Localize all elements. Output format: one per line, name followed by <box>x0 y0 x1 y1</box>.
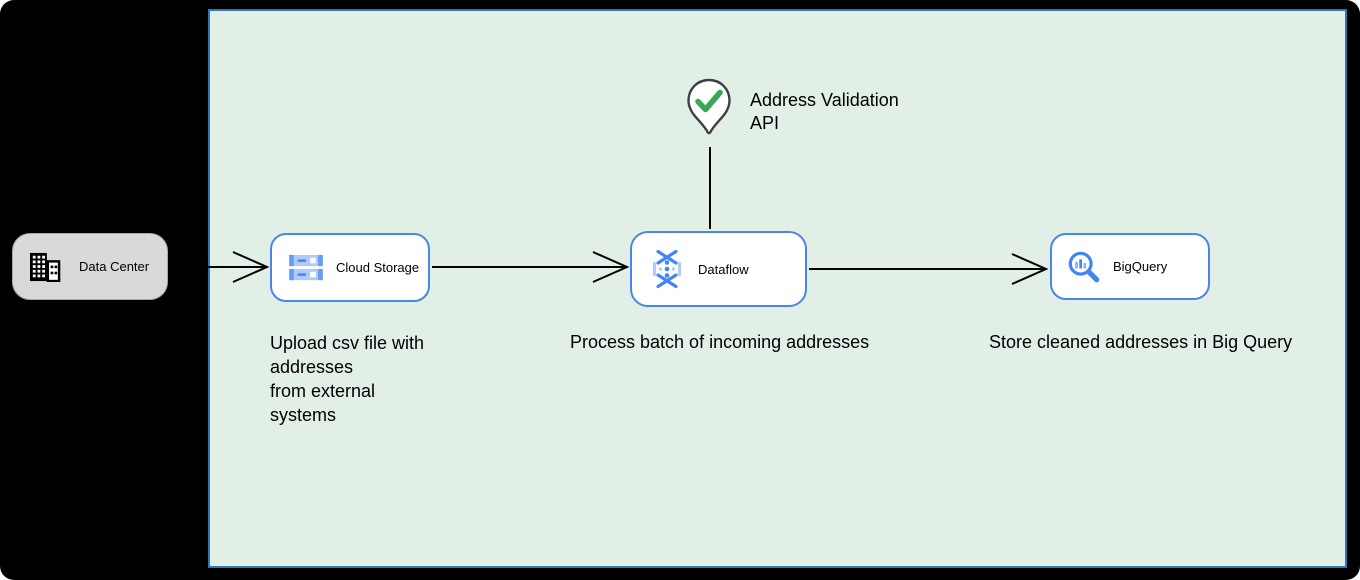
node-bigquery[interactable]: BigQuery <box>1050 233 1210 300</box>
dataflow-icon <box>649 249 685 289</box>
map-pin-check-icon <box>686 78 732 141</box>
caption-store-cleaned: Store cleaned addresses in Big Query <box>989 332 1293 352</box>
node-label-bigquery: BigQuery <box>1113 259 1168 274</box>
node-cloud-storage[interactable]: Cloud Storage <box>270 233 430 302</box>
bigquery-icon <box>1067 250 1101 284</box>
node-label-cloud-storage: Cloud Storage <box>336 260 420 275</box>
caption-upload-csv: Upload csv file with addresses from exte… <box>270 333 425 425</box>
address-validation-marker[interactable] <box>686 77 732 137</box>
caption-process-batch: Process batch of incoming addresses <box>570 332 870 352</box>
node-label-data-center: Data Center <box>79 259 150 274</box>
address-validation-label: Address Validation API <box>750 90 899 133</box>
node-dataflow[interactable]: Dataflow <box>630 231 807 307</box>
node-data-center[interactable]: Data Center <box>12 233 168 300</box>
node-label-dataflow: Dataflow <box>698 261 749 277</box>
cloud-storage-icon <box>289 254 323 282</box>
building-icon <box>29 252 61 282</box>
